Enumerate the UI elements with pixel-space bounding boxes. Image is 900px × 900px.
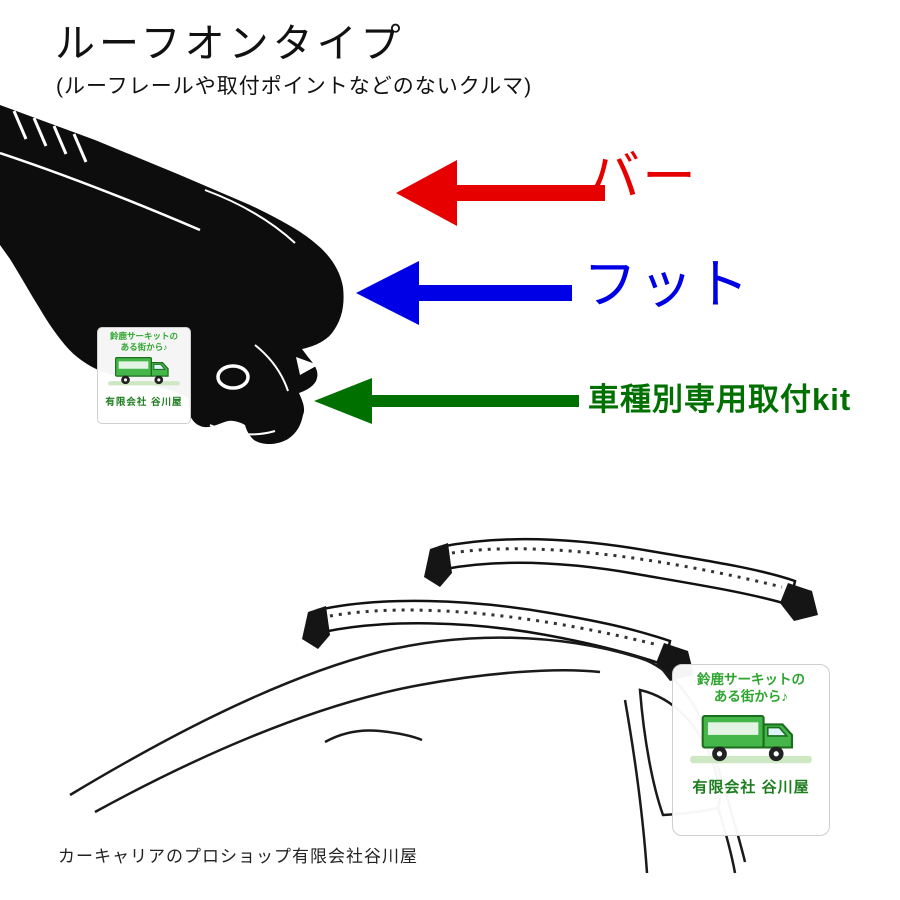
watermark-line2: ある街から♪: [120, 341, 168, 352]
truck-icon: [108, 357, 180, 386]
kit-label: 車種別専用取付kit: [588, 382, 852, 417]
watermark-line2: ある街から♪: [713, 688, 789, 704]
truck-icon: [690, 714, 812, 763]
watermark-company: 有限会社 谷川屋: [692, 778, 810, 796]
foot-seam-line: [254, 344, 289, 392]
watermark-line1: 鈴鹿サーキットの: [109, 331, 178, 341]
shop-name-footer: カーキャリアのプロショップ有限会社谷川屋: [58, 847, 418, 866]
watermark-company: 有限会社 谷川屋: [105, 397, 183, 409]
crossbar-front: [302, 599, 694, 681]
foot-arrow-shape: [356, 261, 572, 325]
bar-arrow: [396, 160, 605, 226]
watermark-line1: 鈴鹿サーキットの: [697, 672, 805, 687]
bar-label: バー: [586, 147, 698, 207]
pad-highlight-line: [209, 424, 276, 436]
housing-seam-line: [204, 189, 296, 244]
watermark-sticker-large: 鈴鹿サーキットの ある街から♪ 有限会社 谷川屋: [672, 664, 830, 836]
page-title: ルーフオンタイプ: [55, 22, 405, 66]
roof-rack-foot-illustration: [0, 105, 344, 445]
knob-circle: [216, 364, 250, 390]
watermark-sticker-small: 鈴鹿サーキットの ある街から♪ 有限会社 谷川屋: [97, 327, 191, 424]
kit-arrow: [314, 378, 579, 424]
bar-edge-highlight: [0, 151, 201, 232]
kit-gap-notch: [296, 357, 318, 375]
foot-label: フット: [583, 255, 751, 315]
bar-arrow-shape: [396, 160, 605, 226]
page-subtitle: (ルーフレールや取付ポイントなどのないクルマ): [56, 75, 533, 98]
foot-arrow: [356, 261, 572, 325]
bar-end-hatch-marks: [12, 110, 88, 163]
foot-assembly-silhouette: [0, 105, 344, 445]
crossbar-rear: [424, 537, 818, 621]
kit-arrow-shape: [314, 378, 579, 424]
car-outline: [69, 636, 747, 874]
